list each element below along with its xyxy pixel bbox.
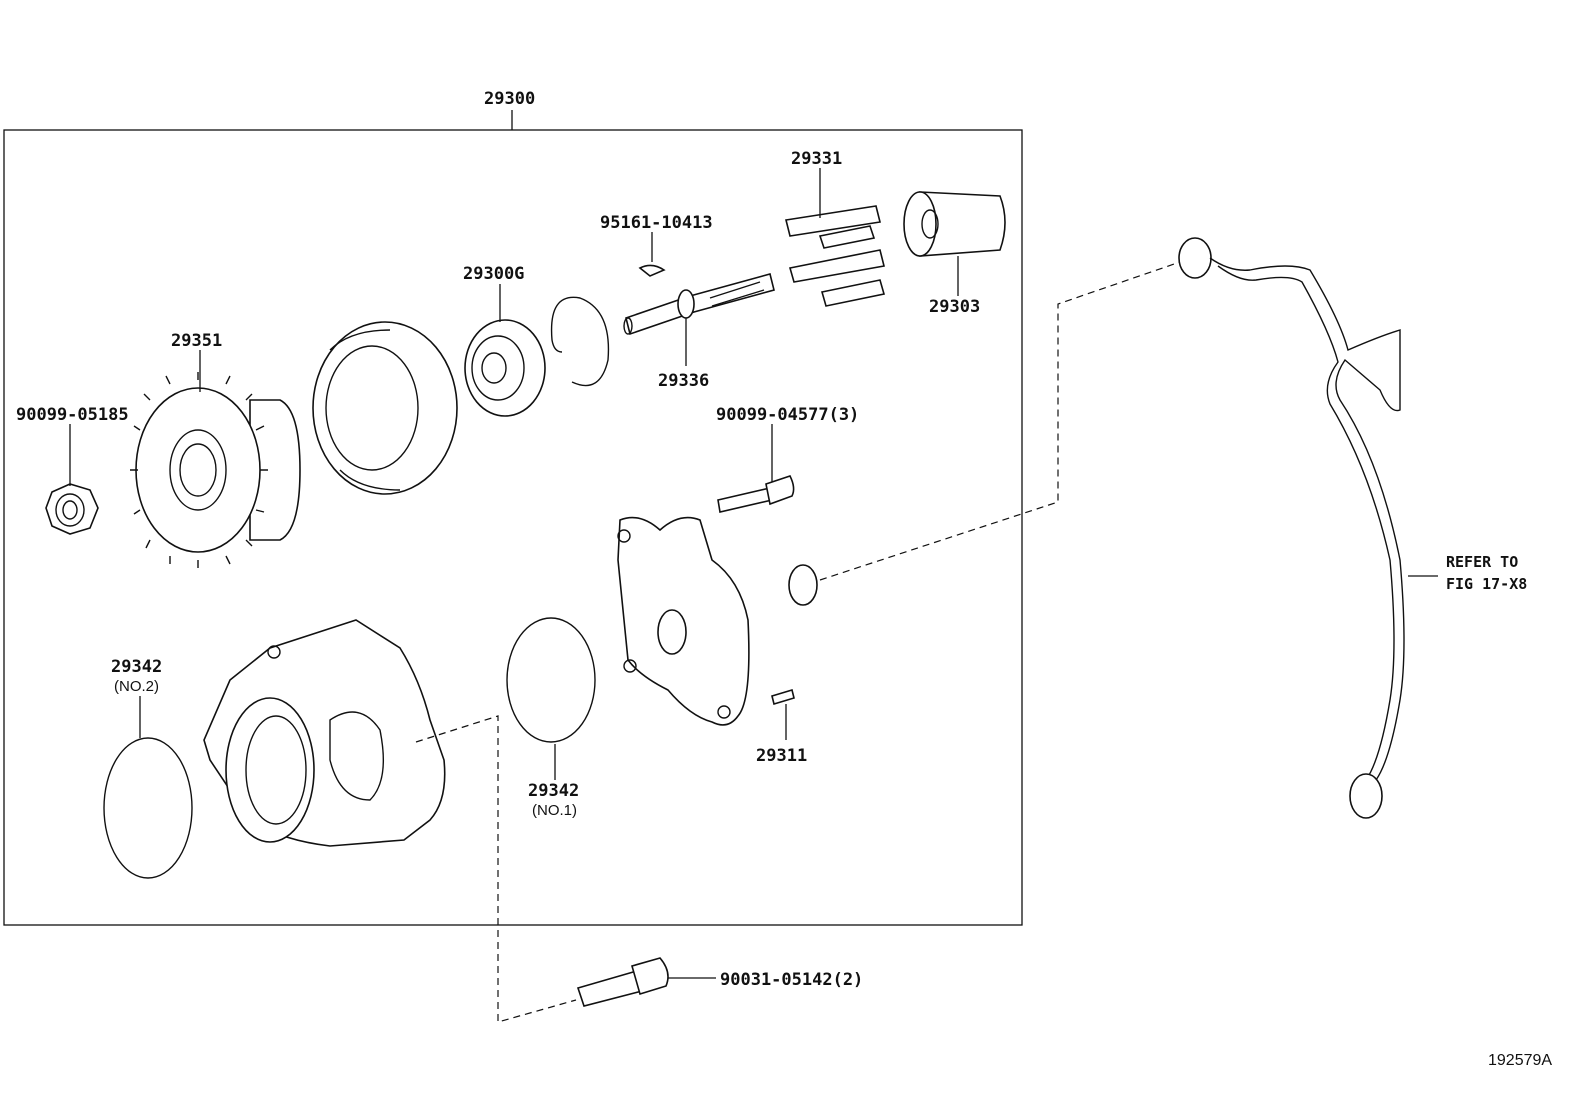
pump-body-drawing — [203, 619, 446, 847]
housing-ring-drawing — [312, 321, 458, 495]
leader-lines — [69, 168, 1438, 979]
o-ring-no2-drawing — [103, 737, 193, 879]
part-number-29331: 29331 — [791, 149, 842, 169]
cover-plate-drawing — [617, 516, 750, 726]
part-number-29336: 29336 — [658, 371, 709, 391]
part-number-90099-04577: 90099-04577(3) — [716, 405, 859, 425]
part-number-90099-05185: 90099-05185 — [16, 405, 129, 425]
part-number-29342-no1: 29342 — [528, 781, 579, 801]
bolt-small-drawing — [717, 475, 795, 513]
bearing-drawing — [464, 319, 546, 417]
figure-id: 192579A — [1488, 1052, 1552, 1069]
shaft-drawing — [623, 273, 775, 336]
hose-drawing — [1178, 237, 1405, 819]
dashed-connections — [415, 261, 1181, 1023]
assembly-frame — [3, 129, 1023, 926]
part-number-90031-05142: 90031-05142(2) — [720, 970, 863, 990]
part-sub-29342-no2: (NO.2) — [114, 678, 159, 695]
nut-drawing — [45, 483, 99, 535]
gear-drawing — [130, 372, 301, 568]
part-number-95161-10413: 95161-10413 — [600, 213, 713, 233]
washer-drawing — [788, 564, 818, 606]
part-sub-29342-no1: (NO.1) — [532, 802, 577, 819]
pin-drawing — [771, 688, 795, 706]
reference-line-1: REFER TO — [1446, 553, 1518, 571]
part-number-29303: 29303 — [929, 297, 980, 317]
o-ring-no1-drawing — [506, 617, 596, 743]
part-number-29311: 29311 — [756, 746, 807, 766]
assembly-number: 29300 — [484, 89, 535, 109]
key-drawing — [638, 264, 666, 277]
rotor-drawing — [903, 191, 1006, 257]
part-number-29342-no2: 29342 — [111, 657, 162, 677]
reference-line-2: FIG 17-X8 — [1446, 575, 1527, 593]
vanes-drawing — [785, 205, 886, 307]
bolt-large-drawing — [576, 957, 669, 1007]
part-number-29351: 29351 — [171, 331, 222, 351]
part-number-29300g: 29300G — [463, 264, 524, 284]
snap-ring-drawing — [550, 296, 610, 387]
